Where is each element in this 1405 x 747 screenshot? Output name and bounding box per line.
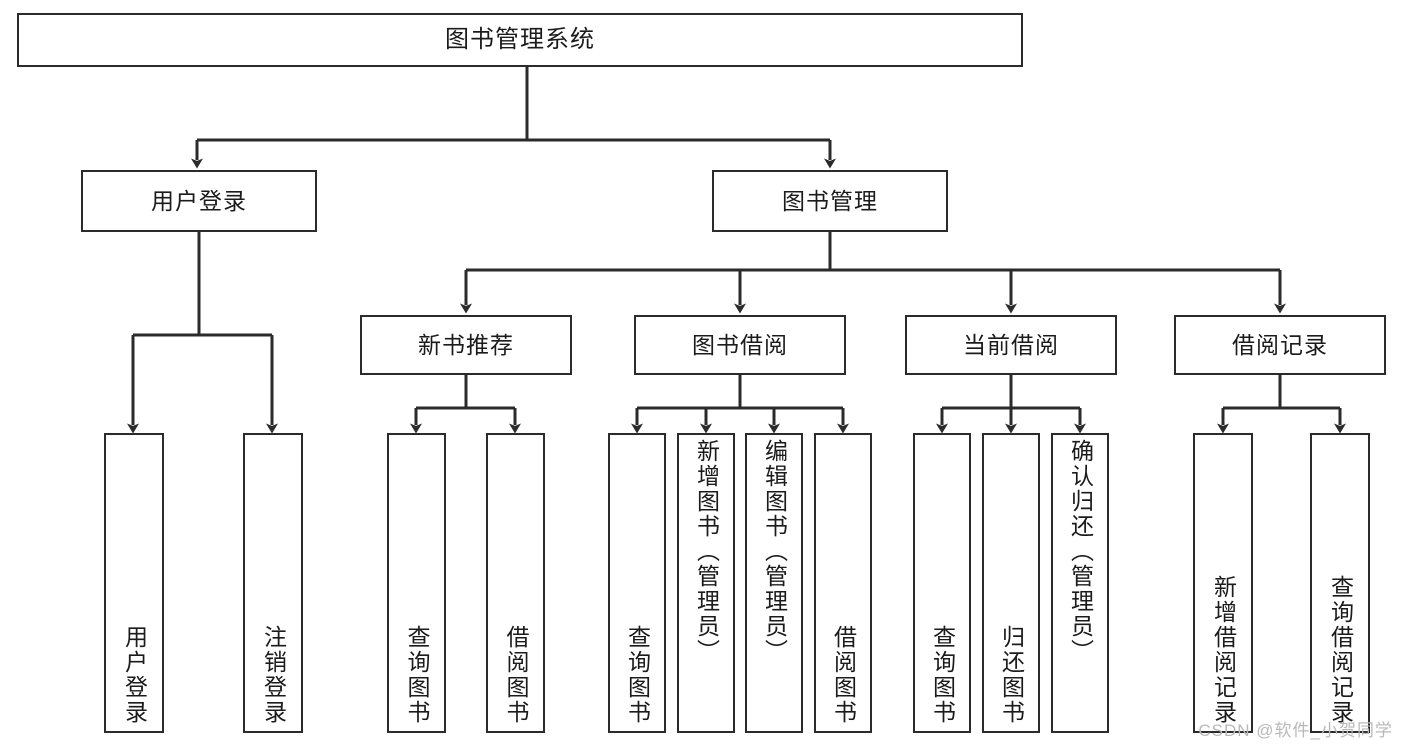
- node-label: 用户登录: [151, 187, 247, 214]
- node-label: 查询借阅记录: [1327, 575, 1354, 725]
- leaf-user-logout[interactable]: 注销登录: [243, 433, 303, 733]
- node-label: 当前借阅: [963, 331, 1059, 358]
- node-current-borrow[interactable]: 当前借阅: [905, 315, 1117, 375]
- leaf-return-book[interactable]: 归还图书: [982, 433, 1040, 733]
- node-label: 借阅记录: [1232, 331, 1328, 358]
- leaf-query-record[interactable]: 查询借阅记录: [1310, 433, 1370, 733]
- leaf-borrow-book-1[interactable]: 借阅图书: [486, 433, 545, 733]
- leaf-edit-book[interactable]: 编辑图书（管理员）: [745, 433, 803, 733]
- node-label: 新增图书（管理员）: [693, 439, 720, 664]
- node-label: 借阅图书: [830, 625, 857, 725]
- leaf-query-book-1[interactable]: 查询图书: [387, 433, 446, 733]
- leaf-add-book[interactable]: 新增图书（管理员）: [677, 433, 735, 733]
- node-label: 注销登录: [260, 625, 287, 725]
- node-user-login[interactable]: 用户登录: [81, 170, 317, 232]
- node-label: 借阅图书: [503, 625, 529, 725]
- node-label: 图书管理系统: [445, 26, 595, 54]
- node-root-system[interactable]: 图书管理系统: [17, 13, 1023, 67]
- node-book-borrow[interactable]: 图书借阅: [634, 315, 846, 375]
- leaf-query-book-3[interactable]: 查询图书: [913, 433, 971, 733]
- csdn-watermark: CSDN @软件_小贺同学: [1198, 721, 1393, 740]
- node-label: 图书借阅: [692, 331, 788, 358]
- node-label: 新书推荐: [418, 331, 514, 358]
- node-label: 确认归还（管理员）: [1067, 439, 1094, 664]
- node-label: 查询图书: [929, 625, 956, 725]
- node-label: 查询图书: [624, 625, 651, 725]
- node-label: 查询图书: [404, 625, 430, 725]
- node-label: 图书管理: [782, 187, 878, 214]
- node-label: 归还图书: [998, 625, 1025, 725]
- leaf-borrow-book-2[interactable]: 借阅图书: [814, 433, 872, 733]
- node-book-manage[interactable]: 图书管理: [712, 170, 948, 232]
- leaf-add-record[interactable]: 新增借阅记录: [1193, 433, 1253, 733]
- node-label: 编辑图书（管理员）: [761, 439, 788, 664]
- leaf-confirm-return[interactable]: 确认归还（管理员）: [1051, 433, 1109, 733]
- node-label: 新增借阅记录: [1210, 575, 1237, 725]
- node-borrow-record[interactable]: 借阅记录: [1174, 315, 1386, 375]
- leaf-query-book-2[interactable]: 查询图书: [608, 433, 666, 733]
- node-new-book-recommend[interactable]: 新书推荐: [360, 315, 572, 375]
- leaf-user-login[interactable]: 用户登录: [104, 433, 164, 733]
- node-label: 用户登录: [121, 625, 148, 725]
